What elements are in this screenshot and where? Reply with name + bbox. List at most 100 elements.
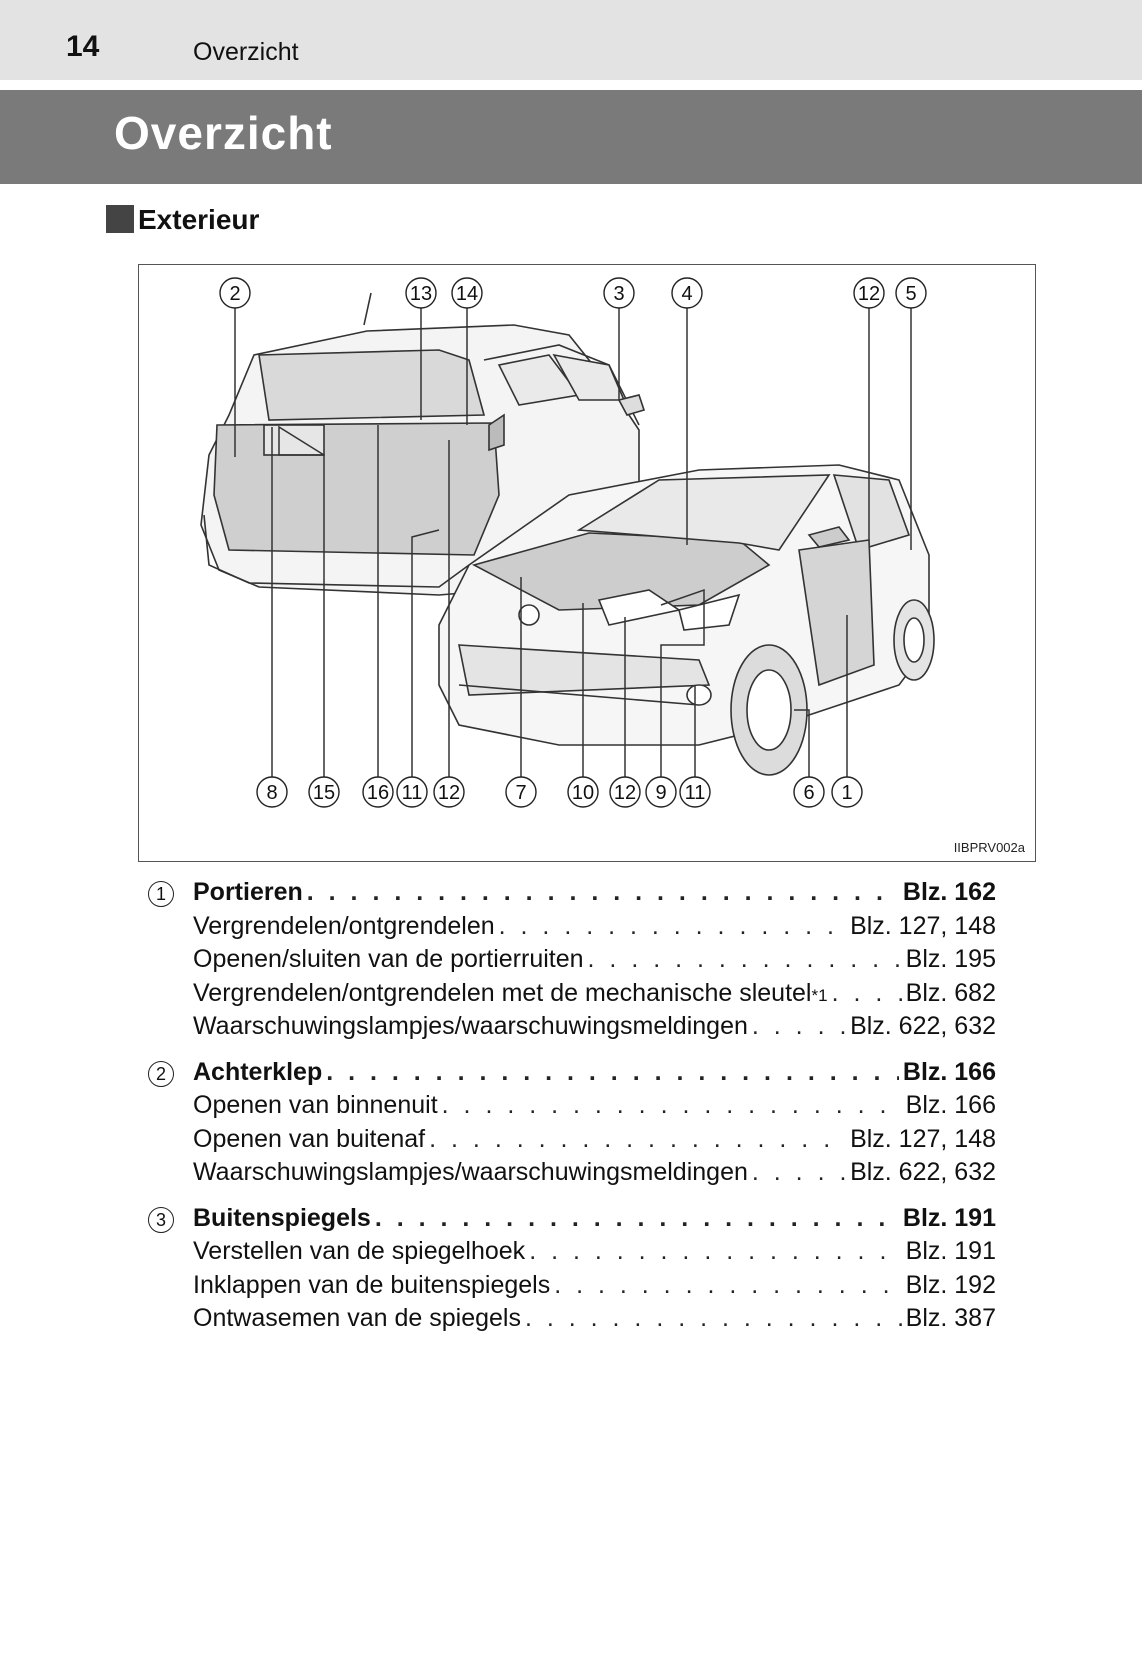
leader-lines xyxy=(234,293,912,777)
callout-number: 12 xyxy=(858,283,880,305)
index-item-label: Inklappen van de buitenspiegels xyxy=(193,1270,551,1299)
dot-leader xyxy=(588,943,902,977)
index-group: 1 Portieren Blz. 162Vergrendelen/ontgrende… xyxy=(146,876,996,1044)
index-number-icon: 3 xyxy=(148,1206,174,1233)
index-item-row: Inklappen van de buitenspiegels Blz. 192 xyxy=(146,1269,996,1303)
callout-number: 4 xyxy=(681,283,692,305)
index-item-row: Vergrendelen/ontgrendelen met de mechani… xyxy=(146,977,996,1011)
callout-circle-icon xyxy=(645,776,677,808)
dot-leader xyxy=(307,876,899,910)
index-item-label: Openen van binnenuit xyxy=(193,1091,438,1119)
dot-leader xyxy=(375,1202,899,1236)
index-item-row: Vergrendelen/ontgrendelen Blz. 127, 148 xyxy=(146,910,996,944)
callout-circle-icon xyxy=(256,776,288,808)
page-reference: Blz. 622, 632 xyxy=(850,1158,996,1186)
index-item-row: Openen/sluiten van de portierruiten Blz. … xyxy=(146,943,996,977)
callout-number: 1 xyxy=(841,782,852,804)
index-item-row: Verstellen van de spiegelhoekBlz. 191 xyxy=(146,1235,996,1269)
callout-number: 16 xyxy=(367,782,389,804)
callout-circle-icon xyxy=(505,776,537,808)
dot-leader xyxy=(752,1156,846,1190)
dot-leader xyxy=(832,977,902,1011)
front-car-illustration xyxy=(438,464,935,776)
subheading-square-icon xyxy=(106,205,134,233)
page-index: 1 Portieren Blz. 162Vergrendelen/ontgrende… xyxy=(146,876,996,1348)
index-item-label: Waarschuwingslampjes/waarschuwingsmeldin… xyxy=(193,1158,748,1186)
index-item-label: Vergrendelen/ontgrendelen xyxy=(193,911,495,940)
index-item-row: Openen van buitenafBlz. 127, 148 xyxy=(146,1123,996,1157)
subheading: Exterieur xyxy=(138,204,260,235)
callout-number: 9 xyxy=(655,782,666,804)
callout-circle-icon xyxy=(567,776,599,808)
callout-number: 12 xyxy=(614,782,636,804)
callout-number: 3 xyxy=(613,283,624,305)
page-reference: Blz. 191 xyxy=(902,1203,996,1232)
index-number-icon: 2 xyxy=(148,1060,174,1087)
page-reference: Blz. 166 xyxy=(905,1091,996,1119)
index-heading-row: 3 Buitenspiegels Blz. 191 xyxy=(146,1202,996,1236)
page-reference: Blz. 127, 148 xyxy=(850,911,996,940)
callout-number: 10 xyxy=(572,782,594,804)
index-item-label: Waarschuwingslampjes/waarschuwingsmeldin… xyxy=(193,1012,748,1040)
index-heading-row: 1 Portieren Blz. 162 xyxy=(146,876,996,910)
page-reference: Blz. 622, 632 xyxy=(850,1012,996,1040)
dot-leader xyxy=(442,1089,902,1123)
index-item-label: Verstellen van de spiegelhoek xyxy=(193,1237,526,1265)
header-section-label: Overzicht xyxy=(193,38,299,66)
callout-circle-icon xyxy=(308,776,340,808)
page-reference: Blz. 162 xyxy=(902,878,996,906)
page-number: 14 xyxy=(66,30,100,63)
index-item-label: Openen/sluiten van de portierruiten xyxy=(193,945,584,973)
callout-circle-icon xyxy=(396,776,428,808)
callout-number: 11 xyxy=(685,782,706,804)
dot-leader xyxy=(429,1123,846,1157)
page-reference: Blz. 127, 148 xyxy=(850,1124,996,1153)
index-item-label: Vergrendelen/ontgrendelen met de mechani… xyxy=(193,978,812,1007)
page-reference: Blz. 195 xyxy=(905,945,996,973)
index-item-label: Ontwasemen van de spiegels xyxy=(193,1304,521,1332)
callout-number: 15 xyxy=(313,782,335,804)
index-heading-label: Achterklep xyxy=(193,1057,323,1086)
title-band xyxy=(0,90,1142,184)
index-heading-label: Portieren xyxy=(193,878,303,906)
dot-leader xyxy=(525,1302,902,1336)
callout-number: 12 xyxy=(438,782,460,804)
callout-number: 5 xyxy=(905,283,916,305)
callout-circle-icon xyxy=(219,277,251,309)
callout-number: 2 xyxy=(229,283,240,305)
callout-circle-icon xyxy=(433,776,465,808)
dot-leader xyxy=(554,1269,901,1303)
callout-circle-icon xyxy=(609,776,641,808)
callout-circle-icon xyxy=(362,776,394,808)
index-item-row: Ontwasemen van de spiegelsBlz. 387 xyxy=(146,1302,996,1336)
callout-circle-icon xyxy=(451,277,483,309)
page-title: Overzicht xyxy=(114,107,333,159)
index-heading-label: Buitenspiegels xyxy=(193,1203,371,1232)
callout-circle-icon xyxy=(853,277,885,309)
page-reference: Blz. 682 xyxy=(905,978,996,1007)
index-item-row: Openen van binnenuit Blz. 166 xyxy=(146,1089,996,1123)
callout-number: 6 xyxy=(803,782,814,804)
callout-number: 7 xyxy=(515,782,526,804)
index-number-icon: 1 xyxy=(148,881,174,907)
callout-number: 14 xyxy=(456,283,478,305)
index-item-row: Waarschuwingslampjes/waarschuwingsmeldin… xyxy=(146,1010,996,1044)
callout-circle-icon xyxy=(671,277,703,309)
callout-number: 11 xyxy=(402,782,423,804)
callout-circle-icon xyxy=(679,776,711,808)
index-heading-row: 2 Achterklep Blz. 166 xyxy=(146,1056,996,1090)
dot-leader xyxy=(752,1010,846,1044)
callout-circle-icon xyxy=(895,277,927,309)
callout-circle-icon xyxy=(831,776,863,808)
page-reference: Blz. 192 xyxy=(905,1270,996,1299)
page-header-bar xyxy=(0,0,1142,80)
callout-circle-icon xyxy=(793,776,825,808)
callout-circle-icon xyxy=(405,277,437,309)
page-reference: Blz. 166 xyxy=(902,1057,996,1086)
callout-circle-icon xyxy=(603,277,635,309)
dot-leader xyxy=(326,1056,899,1090)
